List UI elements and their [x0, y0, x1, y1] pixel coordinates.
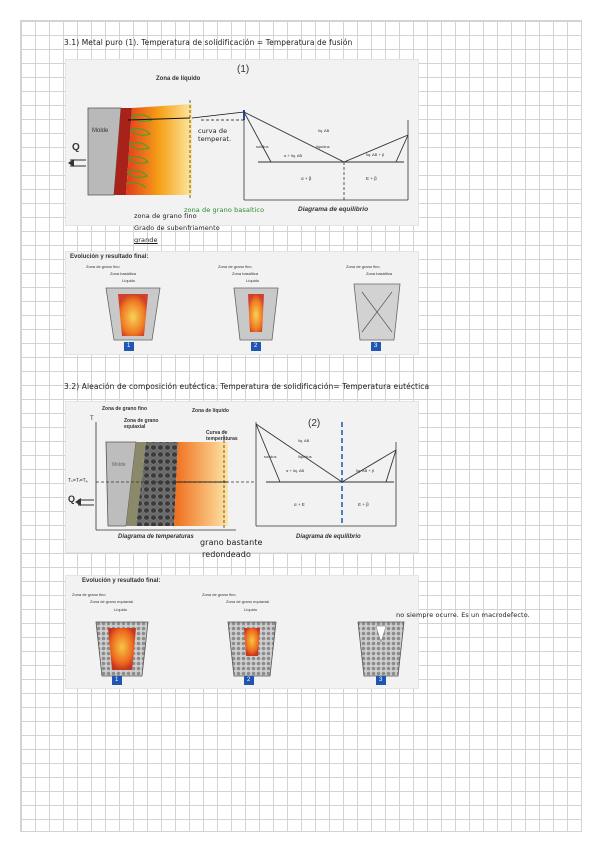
figure2-bottom: Evolución y resultado final: Zona de gra… — [66, 576, 418, 688]
label-1: (1) — [237, 64, 250, 75]
marker-2-3 — [376, 676, 386, 685]
phase-solidus-2: solidus — [264, 454, 277, 459]
q-label-2: Q — [68, 494, 76, 504]
c22-liquido: Líquido — [244, 607, 258, 612]
q-label: Q — [72, 142, 80, 153]
crucible-1-liquid — [118, 294, 148, 336]
marker-2-label: 2 — [254, 343, 258, 349]
phase-e-b-2: E + β — [358, 502, 369, 507]
solidus-line — [243, 111, 409, 163]
figure1-top: Zona de líquido Molde Q (1) Diagrama de … — [66, 60, 418, 225]
c1-fino: Zona de grano fino — [86, 264, 120, 269]
phase-liquidus: liquidus — [316, 144, 330, 149]
note-redondeado: redondeado — [202, 550, 251, 559]
crucible-2-liquid — [248, 294, 264, 332]
c1-liquido: Líquido — [122, 278, 136, 283]
zona-liquido-label: Zona de líquido — [156, 76, 201, 82]
note-zona-fino: zona de grano fino — [134, 212, 197, 220]
phase-a-e: α + E — [294, 502, 305, 507]
ts-eq-label: Tₛ=Tₗ=Tₑ — [68, 478, 88, 484]
figure1-top-graphic — [68, 100, 409, 201]
note-subenfriamento: Grado de subenfriamento — [134, 224, 220, 232]
figure2-bottom-graphic — [95, 621, 405, 685]
t-axis-label: T — [90, 416, 94, 422]
marker-3-label: 3 — [374, 343, 378, 349]
crucible-2-3 — [357, 621, 405, 677]
fine-grain-zone-2 — [126, 442, 146, 526]
molde-label: Molde — [92, 128, 109, 134]
shrinkage-cavity — [375, 625, 387, 643]
c2-liquido: Líquido — [246, 278, 260, 283]
c21-fino: Zona de grano fino — [72, 592, 106, 597]
marker-3 — [371, 342, 381, 351]
marker-2-3-label: 3 — [379, 677, 383, 683]
diagram-left-title: Diagrama de temperaturas — [118, 534, 194, 540]
c1-basaltica: Zona basáltica — [110, 271, 137, 276]
phase-a-liq-2: α + liq. AB — [286, 468, 305, 473]
marker-2-1-label: 1 — [115, 677, 119, 683]
section2-heading: 3.2) Aleación de composición eutéctica. … — [64, 382, 430, 391]
c2-fino: Zona de grano fino — [218, 264, 252, 269]
section1-heading: 3.1) Metal puro (1). Temperatura de soli… — [64, 38, 353, 47]
evolution-title-2: Evolución y resultado final: — [82, 578, 161, 584]
note-curva-temperatura: curva de temperat. — [198, 127, 232, 143]
crucible-2-1-liquid — [108, 628, 136, 670]
diagram-title-2: Diagrama de equilibrio — [296, 534, 361, 540]
c21-equiaxial: Zona de grano equiaxial — [90, 599, 133, 604]
equiaxial-zone — [136, 442, 178, 526]
figure2-top-graphic — [75, 422, 397, 531]
marker-1 — [124, 342, 134, 351]
phase-a-b: α + β — [301, 176, 312, 181]
molde-label-2: Molde — [112, 462, 126, 468]
phase-e-b: E + β — [366, 176, 377, 181]
c22-equiaxial: Zona de grano equiaxial — [226, 599, 269, 604]
figure2-top: Zona de grano fino Zona de grano equiaxi… — [66, 402, 418, 552]
liquid-zone — [126, 104, 192, 195]
c3-basaltica: Zona basáltica — [366, 271, 393, 276]
note-macrodefecto: no siempre ocurre. Es un macrodefecto. — [396, 611, 530, 619]
c22-fino: Zona de grano fino — [202, 592, 236, 597]
phase-liq-ab: liq. AB — [318, 128, 330, 133]
note-grande: grande — [134, 236, 158, 244]
phase-liquidus-2: liquidus — [298, 454, 312, 459]
phase-liq-b: liq. AB + β — [366, 152, 385, 157]
zona-fino-label: Zona de grano fino — [102, 406, 147, 412]
figure1-bottom: Evolución y resultado final: Zona de gra… — [66, 252, 418, 354]
zona-liquido-label-2: Zona de líquido — [192, 408, 229, 414]
liquid-zone-2 — [174, 442, 228, 526]
phase-solidus: solidus — [256, 144, 269, 149]
note-grano-bastante: grano bastante — [200, 538, 263, 547]
c21-liquido: Líquido — [114, 607, 128, 612]
curva-label: Curva de temperaturas — [206, 430, 238, 442]
c2-basaltica: Zona basáltica — [232, 271, 259, 276]
marker-2-2 — [244, 676, 254, 685]
marker-2-2-label: 2 — [247, 677, 251, 683]
marker-2 — [251, 342, 261, 351]
phase-liq-b-2: liq. AB + β — [356, 468, 375, 473]
marker-2-1 — [112, 676, 122, 685]
temperature-curve — [127, 117, 191, 121]
evolution-title: Evolución y resultado final: — [70, 254, 149, 260]
c3-fino: Zona de grano fino — [346, 264, 380, 269]
label-2: (2) — [308, 418, 321, 429]
diagram-title: Diagrama de equilibrio — [298, 206, 369, 213]
phase-a-liq: α + liq. AB — [284, 153, 303, 158]
figure1-bottom-graphic — [105, 283, 401, 351]
phase-liq-ab-2: liq. AB — [298, 438, 310, 443]
basaltic-grain-loops — [125, 114, 153, 189]
marker-1-label: 1 — [127, 343, 131, 349]
crucible-2-2-liquid — [244, 628, 260, 656]
note-zona-basaltico: zona de grano basaltico — [184, 206, 265, 214]
zona-equiaxial-label: Zona de grano equiaxial — [124, 418, 159, 430]
